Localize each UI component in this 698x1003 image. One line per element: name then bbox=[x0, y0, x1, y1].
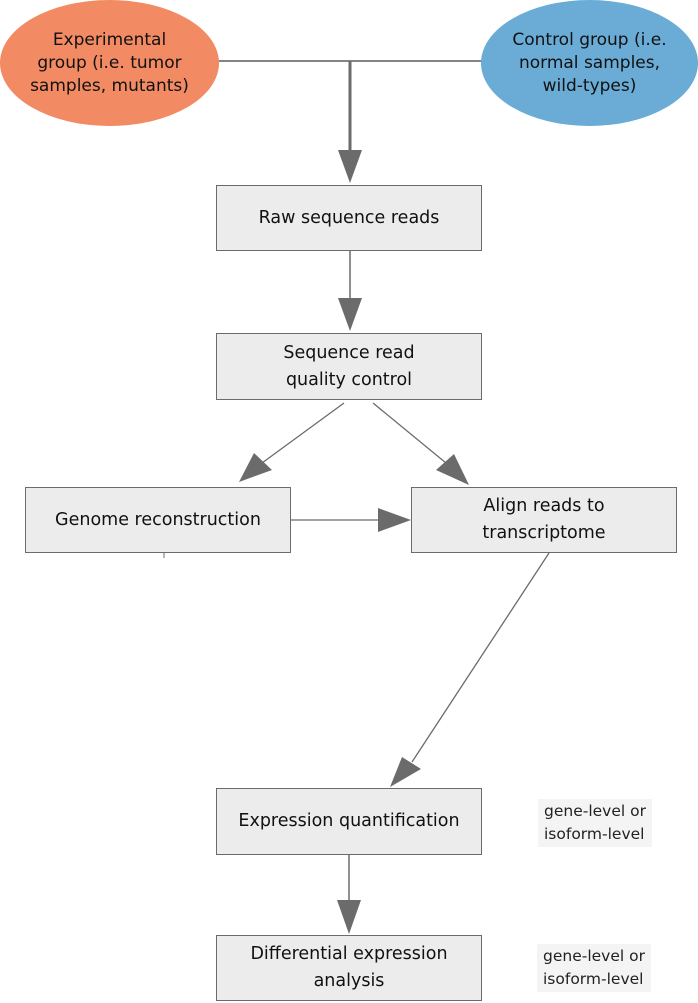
genome-reconstruction-box: Genome reconstruction bbox=[25, 487, 291, 553]
align-reads-box: Align reads to transcriptome bbox=[411, 487, 677, 553]
raw-sequence-reads-box: Raw sequence reads bbox=[216, 185, 482, 251]
arrowhead-align-reads bbox=[436, 454, 469, 485]
arrowhead-genome-reconstruction bbox=[239, 453, 272, 482]
control-group-label: Control group (i.e. normal samples, wild… bbox=[512, 29, 667, 96]
arrow-to-genome-reconstruction bbox=[261, 402, 345, 464]
arrowhead-quality-control bbox=[338, 298, 362, 331]
quantification-level-note: gene-level or isoform-level bbox=[538, 799, 652, 847]
differential-level-note: gene-level or isoform-level bbox=[537, 944, 651, 992]
control-group-node: Control group (i.e. normal samples, wild… bbox=[481, 0, 698, 126]
experimental-group-node: Experimental group (i.e. tumor samples, … bbox=[0, 0, 219, 126]
arrowhead-genome-to-align bbox=[378, 508, 411, 532]
experimental-group-label: Experimental group (i.e. tumor samples, … bbox=[30, 29, 189, 96]
arrowhead-differential-expression bbox=[337, 900, 361, 934]
arrowhead-raw-reads bbox=[338, 150, 362, 183]
arrow-to-expression-quantification bbox=[411, 552, 550, 763]
differential-expression-box: Differential expression analysis bbox=[216, 935, 482, 1001]
arrow-to-align-reads bbox=[372, 402, 447, 464]
expression-quantification-box: Expression quantification bbox=[216, 788, 482, 855]
quality-control-box: Sequence read quality control bbox=[216, 333, 482, 400]
arrowhead-expression-quantification bbox=[390, 757, 421, 787]
